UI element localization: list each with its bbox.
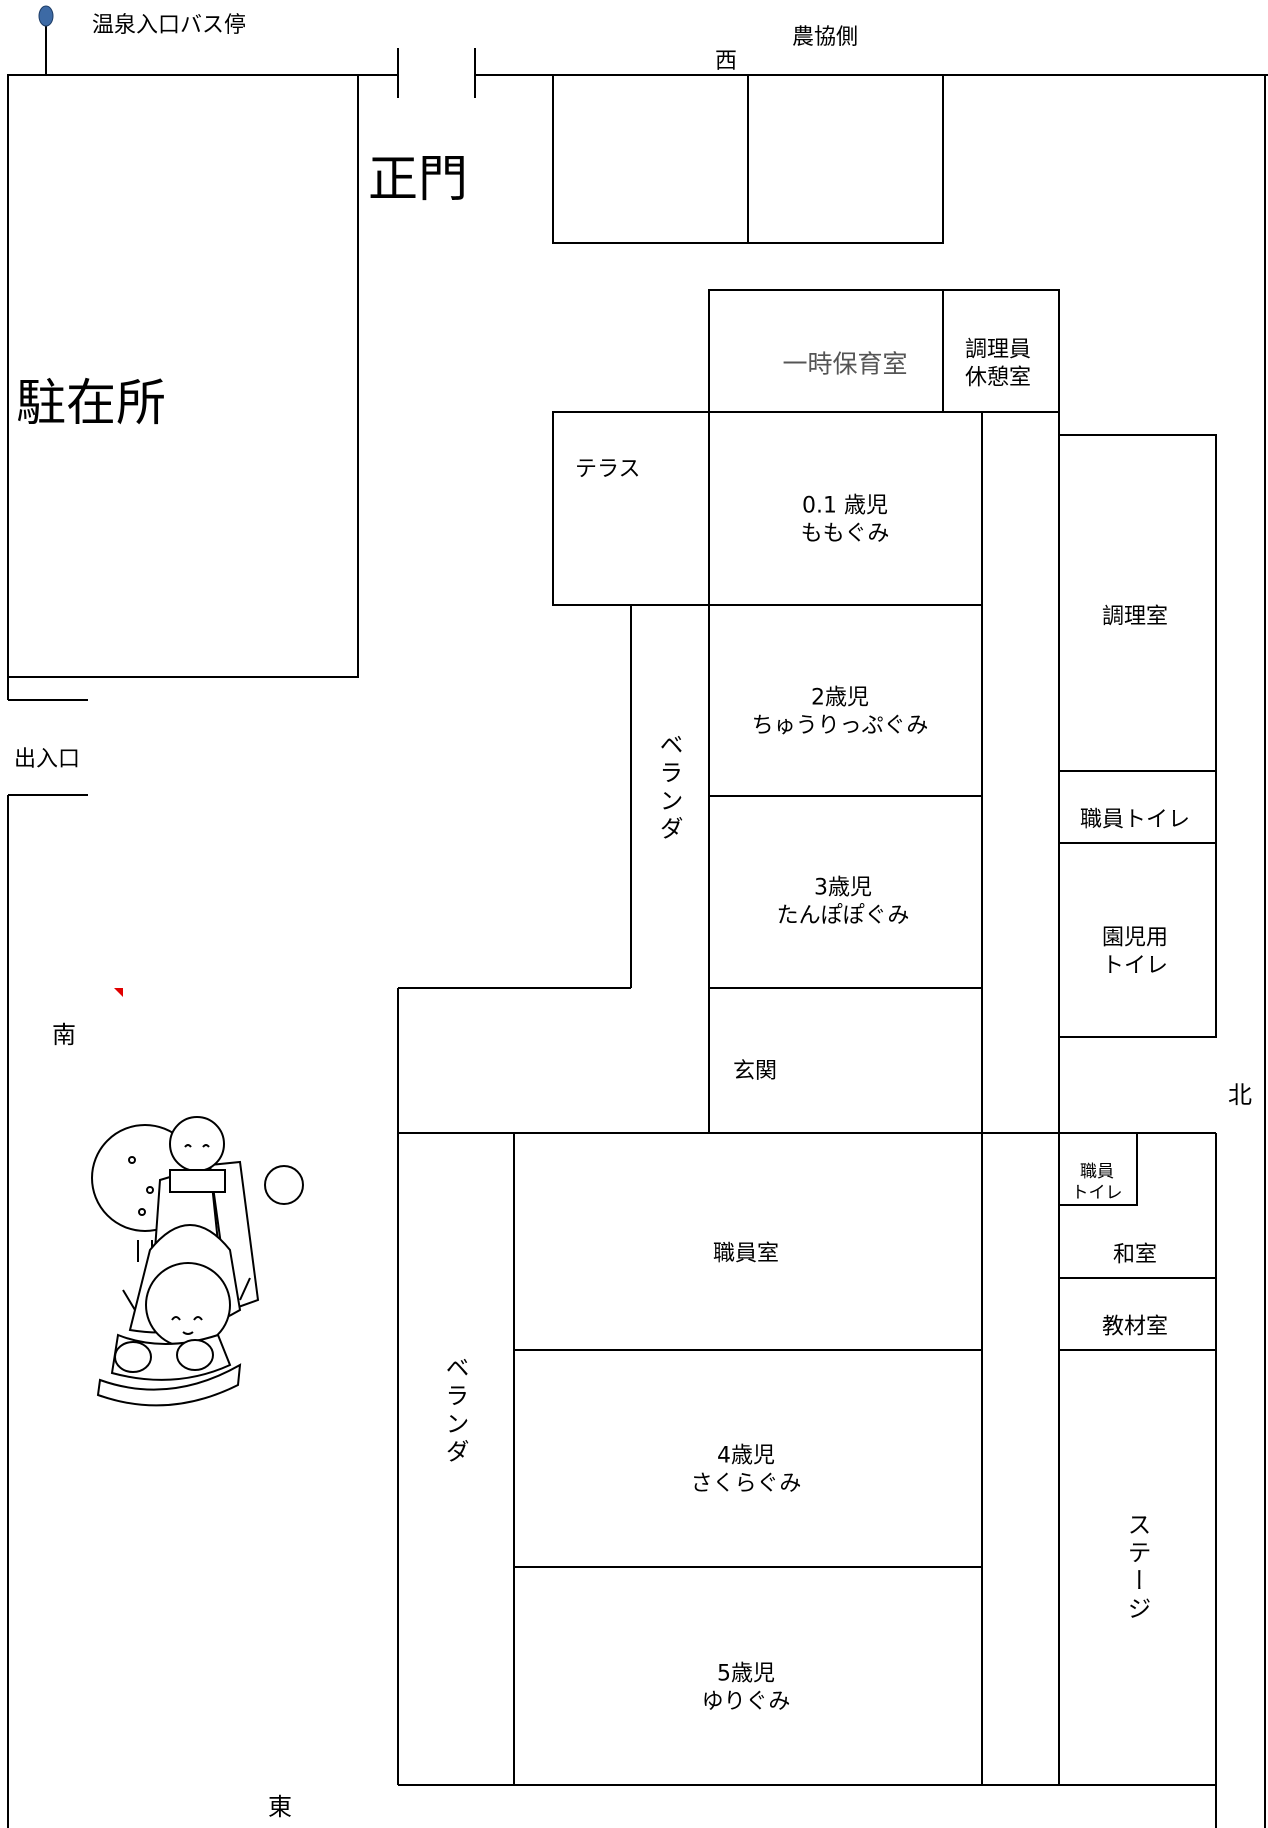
map-pin-icon [38, 5, 54, 75]
children-slide-illustration [91, 1116, 304, 1407]
room-japanese: 和室 [1112, 1242, 1158, 1268]
main-gate-label: 正門 [368, 150, 468, 208]
room-stage: ステージ [1123, 1512, 1151, 1624]
police-box-label: 駐在所 [16, 374, 166, 432]
room-age-0-1: 0.1 歳児 ももぐみ [800, 493, 890, 547]
room-staff-toilet: 職員トイレ [1079, 807, 1191, 833]
room-staff-room: 職員室 [712, 1241, 780, 1267]
ja-side-label: 農協側 [792, 25, 859, 50]
room-age-2: 2歳児 ちゅうりっぷぐみ [751, 685, 929, 739]
room-kitchen: 調理室 [1101, 604, 1169, 630]
direction-west: 西 [715, 49, 738, 74]
room-terrace: テラス [575, 457, 641, 482]
room-veranda-upper: ベランダ [655, 732, 683, 844]
room-age-3: 3歳児 たんぽぽぐみ [776, 875, 910, 929]
direction-south: 南 [52, 1021, 76, 1049]
red-marker [114, 988, 123, 997]
room-staff-toilet-small: 職員 トイレ [1071, 1161, 1123, 1203]
room-entrance-hall: 玄関 [733, 1059, 778, 1084]
direction-north: 北 [1228, 1081, 1252, 1109]
entrance-exit-label: 出入口 [14, 747, 81, 772]
room-age-4: 4歳児 さくらぐみ [690, 1443, 802, 1497]
direction-east: 東 [268, 1793, 292, 1821]
room-temp-care: 一時保育室 [782, 349, 908, 379]
room-cook-rest: 調理員 休憩室 [964, 337, 1032, 391]
room-child-toilet: 園児用 トイレ [1101, 925, 1169, 979]
room-materials: 教材室 [1101, 1314, 1169, 1340]
room-veranda-lower: ベランダ [441, 1355, 469, 1467]
room-age-5: 5歳児 ゆりぐみ [701, 1661, 791, 1715]
bus-stop-label: 温泉入口バス停 [92, 13, 247, 38]
